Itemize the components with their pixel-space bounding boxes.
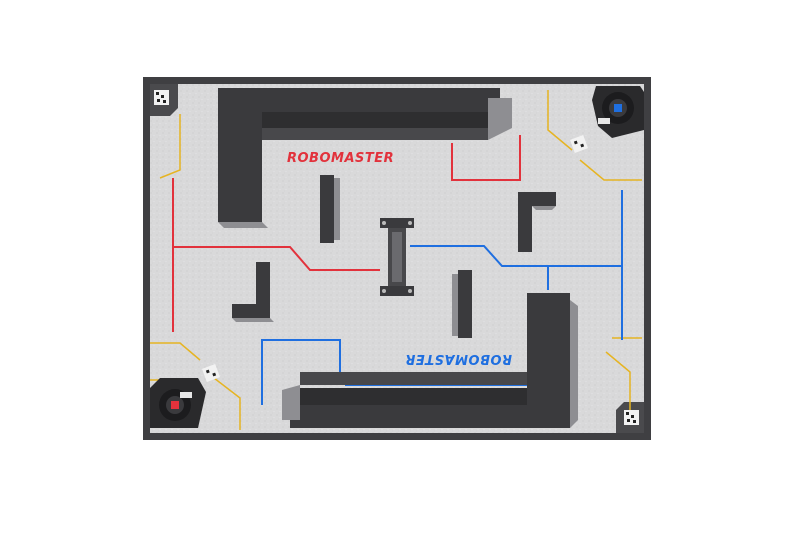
corner-pad-bottom-right (616, 402, 644, 433)
blue-robot (592, 86, 644, 138)
logo-bottom: ROBOMASTER (405, 351, 512, 366)
red-robot (150, 378, 206, 428)
logo-top: ROBOMASTER (287, 151, 394, 166)
corner-pad-top-left (150, 84, 178, 116)
wall-l-left (232, 262, 274, 322)
wall-pillar-left (320, 175, 340, 243)
wall-l-right (518, 192, 556, 252)
wall-bottom-right-l (282, 293, 578, 428)
marker-bottom-left (202, 364, 220, 382)
center-block (380, 218, 414, 296)
wall-top-left-l (218, 88, 512, 228)
marker-top-right (570, 135, 588, 153)
wall-pillar-right (452, 270, 472, 338)
